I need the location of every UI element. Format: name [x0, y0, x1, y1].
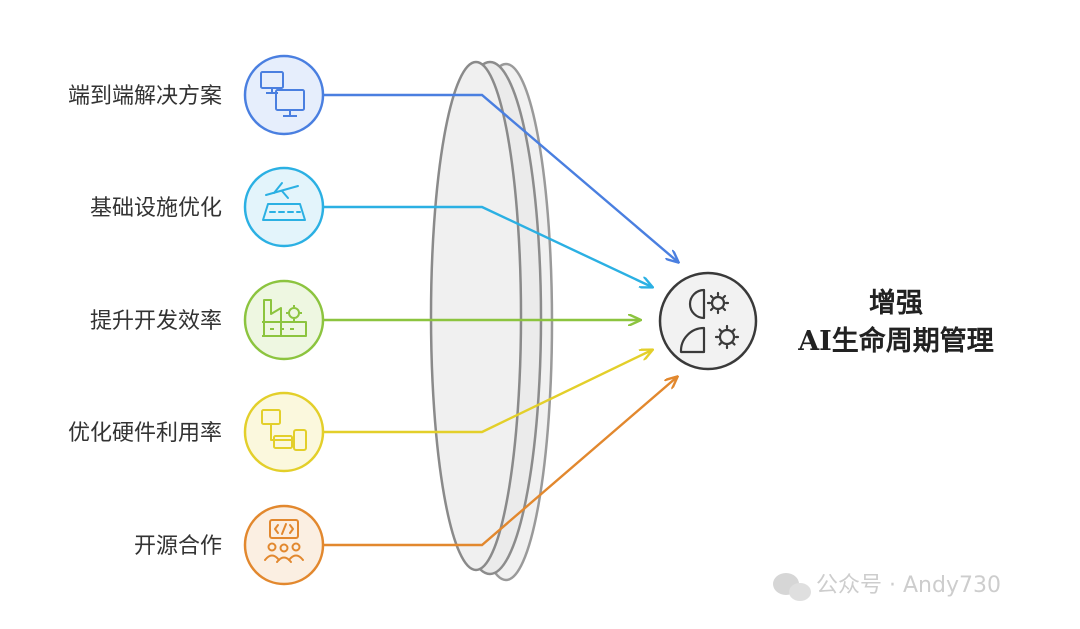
input-node-open-source: 开源合作 — [134, 504, 325, 586]
lens — [429, 60, 554, 582]
target-title-line2: AI生命周期管理 — [797, 325, 994, 357]
target-node: 增强 AI生命周期管理 — [658, 271, 994, 371]
arrow-infrastructure — [324, 205, 652, 287]
input-label-dev-efficiency: 提升开发效率 — [90, 309, 222, 334]
devices-icon — [261, 409, 307, 451]
input-node-end-to-end: 端到端解决方案 — [68, 54, 325, 136]
infrastructure-icon — [262, 182, 306, 221]
input-label-infrastructure: 基础设施优化 — [90, 196, 222, 221]
input-label-end-to-end: 端到端解决方案 — [68, 84, 222, 109]
target-title-line1: 增强 — [869, 287, 923, 319]
arrow-hardware-utilization — [324, 350, 652, 434]
head-gear-icon — [679, 288, 740, 354]
community-code-icon — [264, 519, 304, 563]
arrows — [324, 93, 678, 547]
watermark: 公众号 · Andy730 — [773, 573, 1001, 601]
input-label-hardware-utilization: 优化硬件利用率 — [68, 421, 222, 446]
factory-icon — [262, 299, 307, 337]
input-node-infrastructure: 基础设施优化 — [90, 166, 325, 248]
wechat-icon — [773, 573, 811, 601]
input-node-dev-efficiency: 提升开发效率 — [90, 279, 325, 361]
arrow-end-to-end — [324, 93, 678, 262]
input-label-open-source: 开源合作 — [134, 534, 222, 559]
monitors-icon — [260, 71, 305, 117]
input-node-hardware-utilization: 优化硬件利用率 — [68, 391, 325, 473]
watermark-text: 公众号 · Andy730 — [816, 573, 1001, 598]
arrow-open-source — [324, 377, 677, 547]
